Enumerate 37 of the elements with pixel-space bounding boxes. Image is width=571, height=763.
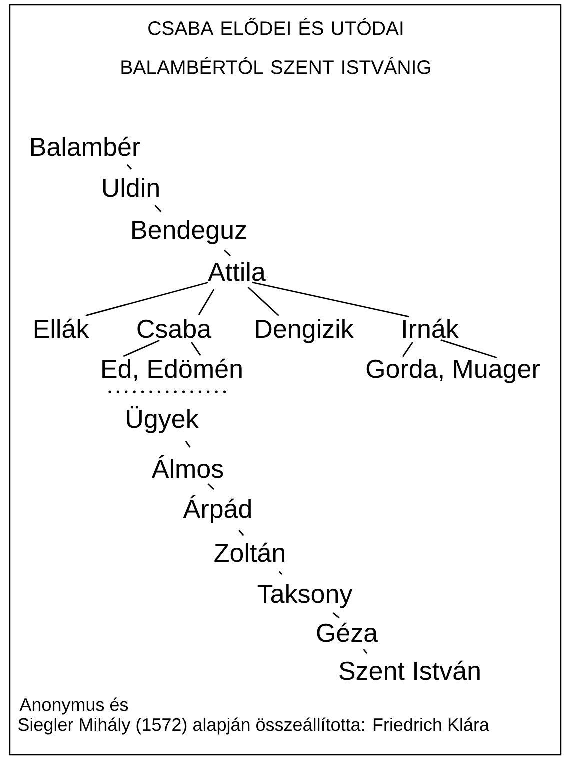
name-label: Ügyek: [127, 406, 199, 434]
connector-line: [248, 286, 280, 316]
name-label: Bendeguz: [132, 220, 246, 244]
name-label: Dengizik: [256, 319, 354, 344]
source-note: Siegler Mihály (1572) alapján összeállította: Friedrich Klára: [18, 718, 490, 735]
connector-line: [332, 612, 340, 619]
connector-line: [252, 282, 410, 318]
connector-line: [154, 204, 162, 212]
connector-line: [86, 282, 208, 316]
name-label: Ellák: [34, 318, 90, 338]
name-label: Ed, Edömén: [102, 358, 242, 382]
connector-line: [123, 340, 160, 358]
connector-line: [363, 649, 368, 654]
connector-line: [440, 340, 498, 359]
name-label: Taksony: [258, 584, 353, 608]
name-label: Szent István: [340, 660, 480, 680]
title: CSABA ELŐDEI ÉS UTÓDAI BALAMBÉRTÓL SZENT ISTVÁNIG: [122, 18, 430, 74]
name-label: Uldin: [103, 178, 159, 198]
connector-line: [198, 289, 215, 316]
name-label: Gorda, Muager: [366, 359, 540, 384]
connector-line: [126, 164, 132, 170]
name-label: Irnák: [404, 318, 459, 338]
connector-line: [278, 571, 282, 576]
name-label: Zoltán: [214, 542, 284, 562]
connector-line: [402, 342, 414, 358]
connector-line: [185, 441, 191, 448]
name-label: Géza: [317, 622, 378, 642]
name-label: Álmos: [152, 455, 224, 478]
source-note: Anonymus és: [20, 698, 128, 715]
name-label: Balambér: [32, 136, 140, 156]
name-label: Árpád: [183, 495, 251, 524]
name-label: Attila: [208, 262, 266, 282]
connector-line: [238, 530, 244, 536]
name-label: Csaba: [138, 319, 212, 338]
connector-line: [190, 342, 202, 356]
connector-line: [224, 250, 231, 257]
connector-line: [208, 484, 214, 490]
